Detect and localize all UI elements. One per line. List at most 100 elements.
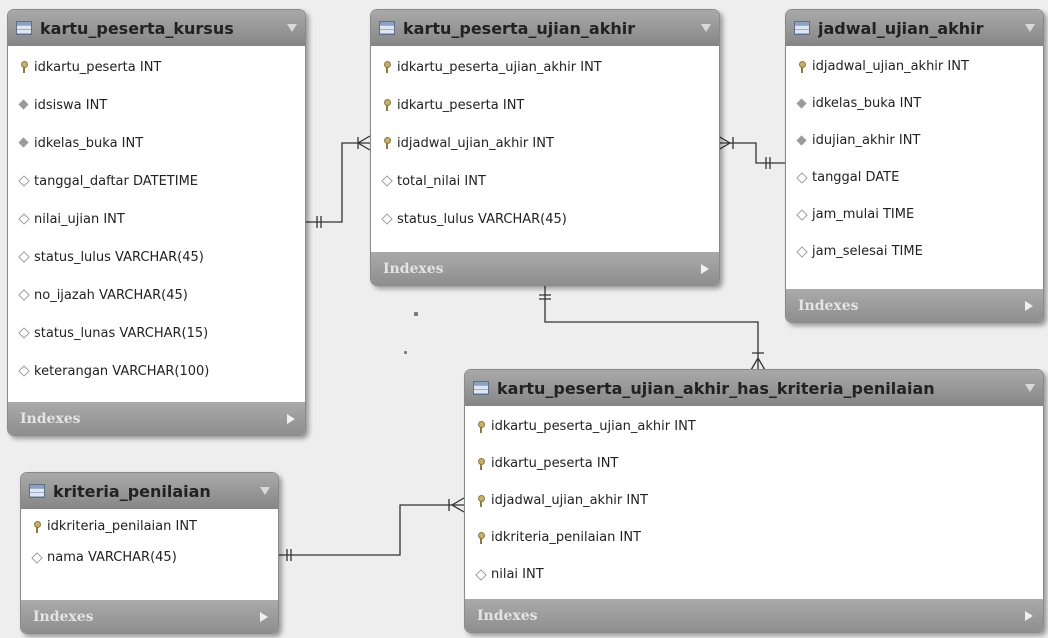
indexes-bar[interactable]: Indexes — [8, 402, 305, 435]
column-label: idujian_akhir INT — [812, 133, 921, 148]
column-list: idkartu_peserta_ujian_akhir INT idkartu_p… — [371, 46, 719, 242]
column-list: idkartu_peserta_ujian_akhir INT idkartu_p… — [465, 406, 1043, 597]
primary-key-icon — [475, 457, 487, 470]
column-label: jam_mulai TIME — [812, 207, 915, 222]
column-row[interactable]: idkriteria_penilaian INT — [465, 519, 1043, 556]
attribute-icon — [18, 251, 30, 263]
indexes-bar[interactable]: Indexes — [786, 289, 1043, 322]
column-row[interactable]: idkelas_buka INT — [786, 85, 1043, 122]
column-row[interactable]: idkriteria_penilaian INT — [21, 511, 278, 542]
rel-kursus-to-ujian — [305, 142, 370, 223]
column-label: status_lunas VARCHAR(15) — [34, 325, 209, 341]
table-icon — [29, 484, 45, 498]
column-row[interactable]: idjadwal_ujian_akhir INT — [786, 48, 1043, 85]
column-row[interactable]: status_lulus VARCHAR(45) — [8, 238, 305, 276]
table-title: kriteria_penilaian — [53, 481, 211, 501]
foreign-key-icon — [796, 98, 808, 110]
table-header[interactable]: jadwal_ujian_akhir — [786, 10, 1043, 46]
rel-has-end-many-left — [448, 497, 465, 513]
column-row[interactable]: jam_selesai TIME — [786, 233, 1043, 270]
column-row[interactable]: idujian_akhir INT — [786, 122, 1043, 159]
attribute-icon — [18, 289, 30, 301]
indexes-bar[interactable]: Indexes — [465, 599, 1043, 632]
column-row[interactable]: status_lunas VARCHAR(15) — [8, 314, 305, 352]
column-row[interactable]: tanggal_daftar DATETIME — [8, 162, 305, 200]
collapse-arrow-icon[interactable] — [1025, 24, 1035, 32]
column-row[interactable]: idkelas_buka INT — [8, 124, 305, 162]
table-kriteria-penilaian[interactable]: kriteria_penilaian idkriteria_penilaian … — [20, 472, 279, 634]
table-header[interactable]: kriteria_penilaian — [21, 473, 278, 509]
column-row[interactable]: no_ijazah VARCHAR(45) — [8, 276, 305, 314]
column-row[interactable]: idjadwal_ujian_akhir INT — [465, 482, 1043, 519]
collapse-arrow-icon[interactable] — [287, 24, 297, 32]
column-row[interactable]: idkartu_peserta INT — [371, 86, 719, 124]
collapse-arrow-icon[interactable] — [701, 24, 711, 32]
rel-kriteria-end-one — [286, 549, 292, 561]
indexes-label: Indexes — [33, 608, 94, 625]
attribute-icon — [796, 246, 808, 258]
attribute-icon — [475, 569, 487, 581]
table-title: kartu_peserta_ujian_akhir_has_kriteria_p… — [497, 378, 935, 398]
expand-arrow-icon[interactable] — [1025, 610, 1033, 621]
rel-jadwal-end-one — [765, 157, 771, 169]
column-label: nilai INT — [491, 567, 544, 582]
column-label: idkartu_peserta INT — [491, 456, 619, 471]
column-row[interactable]: idkartu_peserta INT — [465, 445, 1043, 482]
column-row[interactable]: idkartu_peserta_ujian_akhir INT — [465, 408, 1043, 445]
rel-kriteria-to-has — [277, 504, 464, 556]
column-row[interactable]: tanggal DATE — [786, 159, 1043, 196]
column-row[interactable]: idkartu_peserta INT — [8, 48, 305, 86]
rel-ujian-end-many-right — [717, 135, 734, 151]
attribute-icon — [18, 213, 30, 225]
table-header[interactable]: kartu_peserta_ujian_akhir_has_kriteria_p… — [465, 370, 1043, 406]
column-row[interactable]: status_lulus VARCHAR(45) — [371, 200, 719, 238]
table-header[interactable]: kartu_peserta_ujian_akhir — [371, 10, 719, 46]
table-header[interactable]: kartu_peserta_kursus — [8, 10, 305, 46]
column-label: jam_selesai TIME — [812, 244, 923, 259]
table-jadwal-ujian-akhir[interactable]: jadwal_ujian_akhir idjadwal_ujian_akhir … — [785, 9, 1044, 323]
collapse-arrow-icon[interactable] — [260, 487, 270, 495]
column-row[interactable]: total_nilai INT — [371, 162, 719, 200]
indexes-label: Indexes — [20, 410, 81, 427]
indexes-label: Indexes — [383, 260, 444, 277]
column-row[interactable]: nama VARCHAR(45) — [21, 542, 278, 573]
primary-key-icon — [796, 60, 808, 73]
primary-key-icon — [475, 494, 487, 507]
indexes-bar[interactable]: Indexes — [371, 252, 719, 285]
table-title: kartu_peserta_ujian_akhir — [403, 18, 636, 38]
column-label: nama VARCHAR(45) — [47, 550, 177, 565]
column-row[interactable]: nilai INT — [465, 556, 1043, 593]
expand-arrow-icon[interactable] — [701, 263, 709, 274]
column-label: idkelas_buka INT — [812, 96, 922, 111]
column-label: total_nilai INT — [397, 173, 486, 189]
table-kartu-peserta-kursus[interactable]: kartu_peserta_kursus idkartu_peserta INT… — [7, 9, 306, 436]
column-row[interactable]: idjadwal_ujian_akhir INT — [371, 124, 719, 162]
table-kartu-peserta-ujian-akhir-has-kriteria-penilaian[interactable]: kartu_peserta_ujian_akhir_has_kriteria_p… — [464, 369, 1044, 633]
column-label: idjadwal_ujian_akhir INT — [491, 493, 648, 508]
column-row[interactable]: nilai_ujian INT — [8, 200, 305, 238]
column-label: idkelas_buka INT — [34, 135, 144, 151]
table-kartu-peserta-ujian-akhir[interactable]: kartu_peserta_ujian_akhir idkartu_pesert… — [370, 9, 720, 286]
column-row[interactable]: keterangan VARCHAR(100) — [8, 352, 305, 390]
primary-key-icon — [381, 61, 393, 73]
primary-key-icon — [381, 137, 393, 149]
attribute-icon — [381, 175, 393, 187]
indexes-bar[interactable]: Indexes — [21, 600, 278, 633]
table-title: kartu_peserta_kursus — [40, 18, 234, 38]
column-row[interactable]: idsiswa INT — [8, 86, 305, 124]
expand-arrow-icon[interactable] — [260, 611, 268, 622]
collapse-arrow-icon[interactable] — [1025, 384, 1035, 392]
column-row[interactable]: jam_mulai TIME — [786, 196, 1043, 233]
column-row[interactable]: idkartu_peserta_ujian_akhir INT — [371, 48, 719, 86]
rel-ujian-end-many — [356, 135, 371, 151]
column-label: idkartu_peserta_ujian_akhir INT — [397, 59, 602, 75]
primary-key-icon — [18, 61, 30, 73]
expand-arrow-icon[interactable] — [1025, 300, 1033, 311]
column-label: status_lulus VARCHAR(45) — [397, 211, 567, 227]
column-label: idkartu_peserta INT — [397, 97, 525, 113]
attribute-icon — [18, 327, 30, 339]
foreign-key-icon — [18, 99, 30, 111]
stray-dot — [414, 312, 418, 316]
expand-arrow-icon[interactable] — [287, 413, 295, 424]
